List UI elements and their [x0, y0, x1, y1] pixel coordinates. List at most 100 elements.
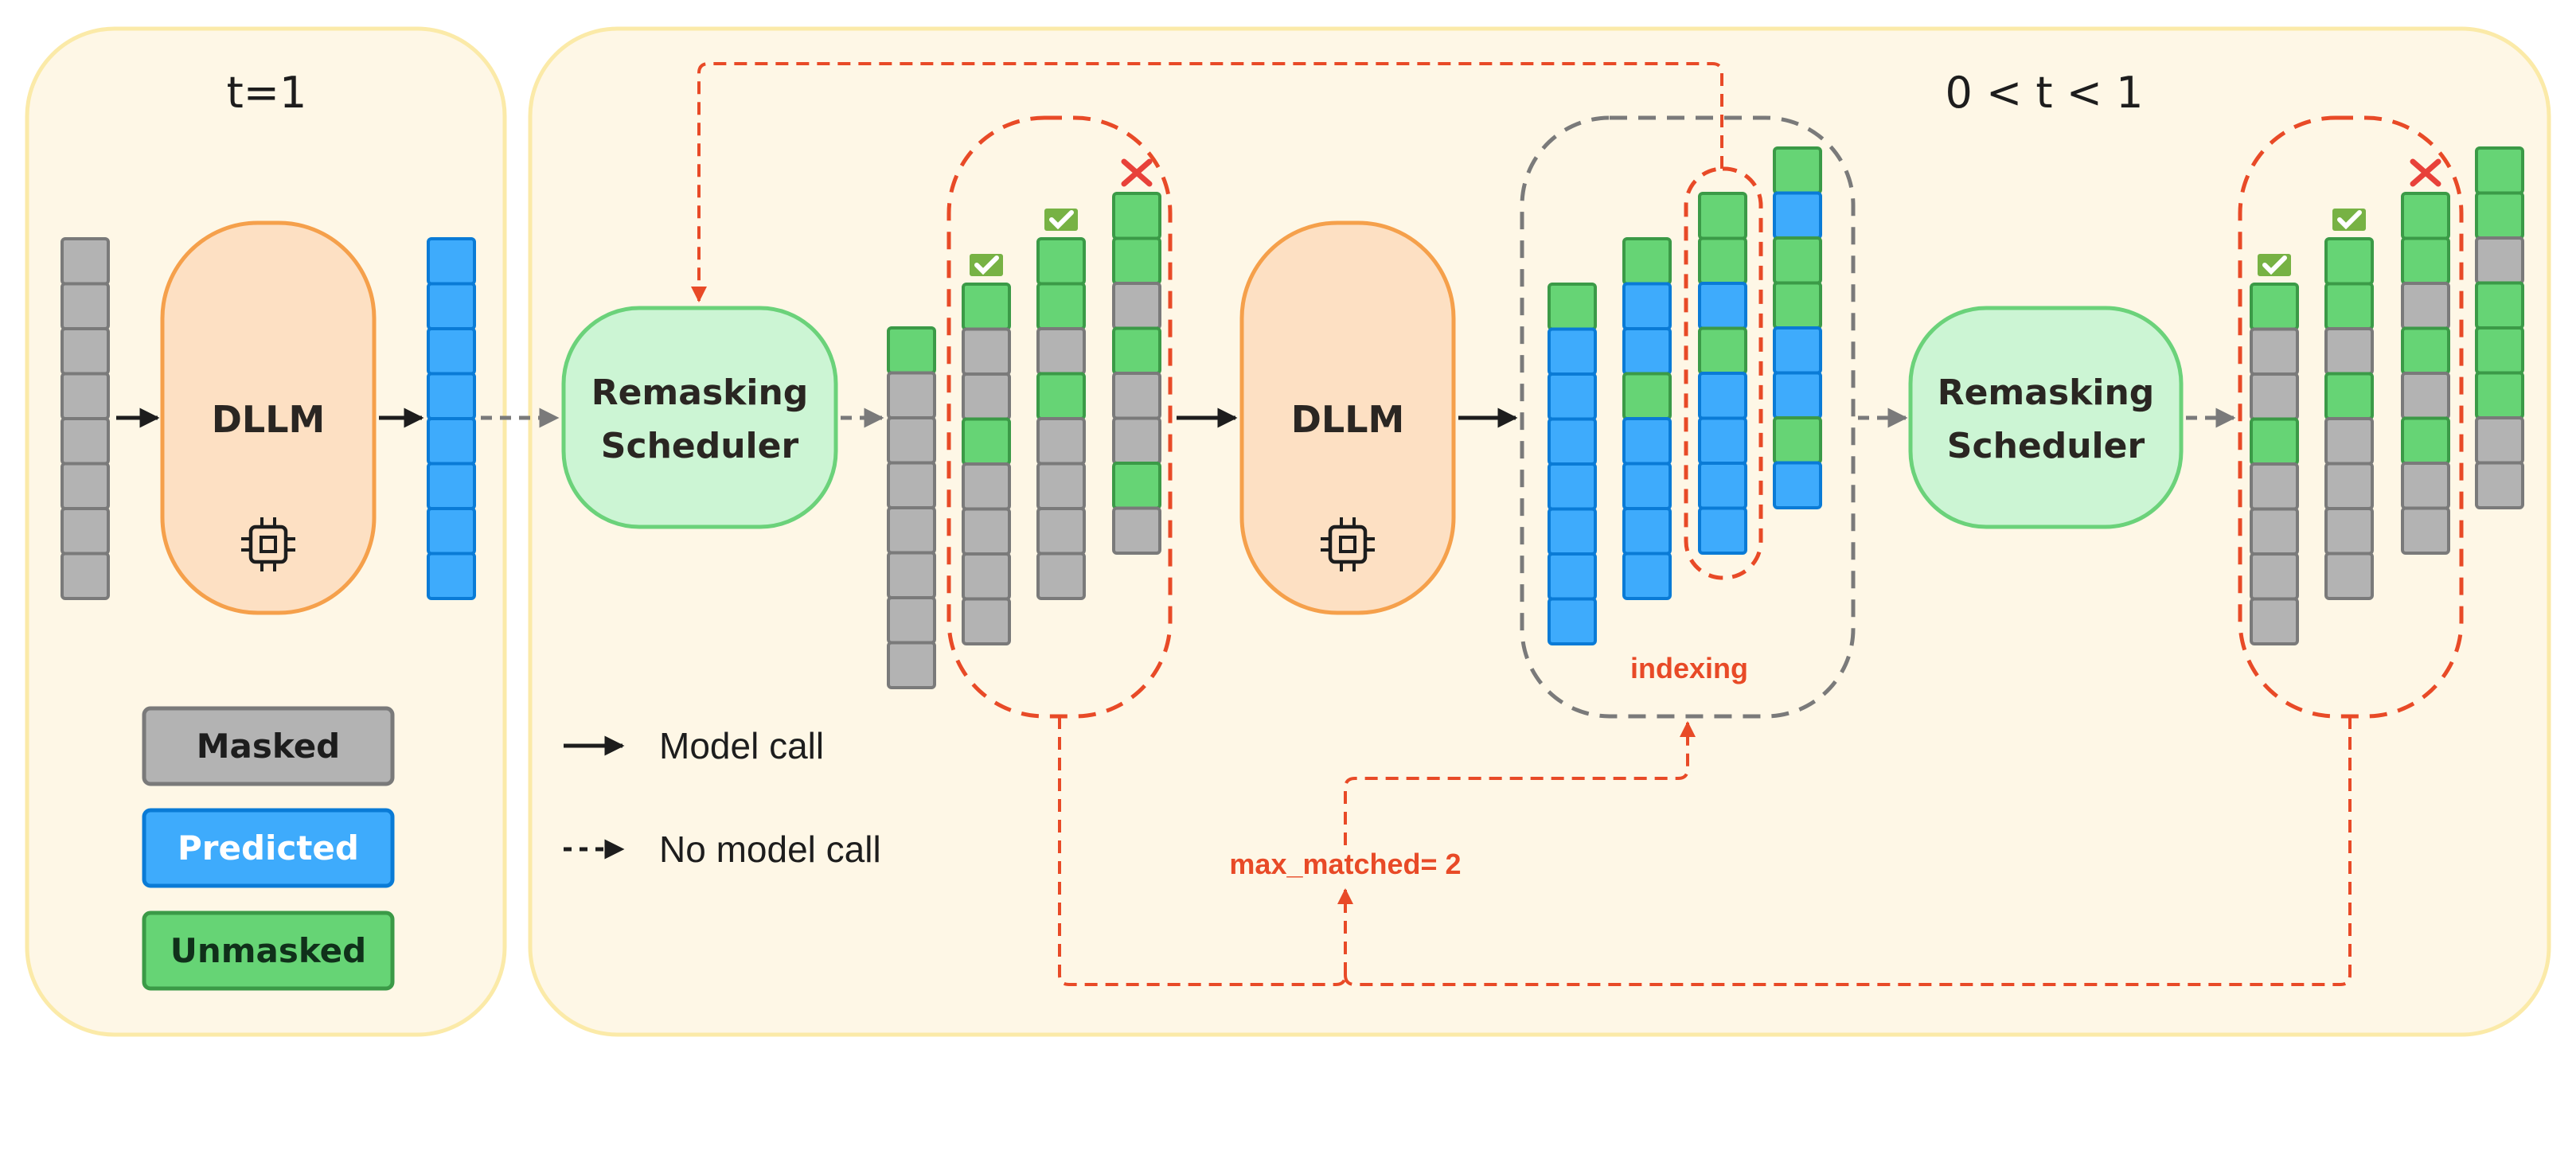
step1-candidate-sequence [1036, 237, 1086, 600]
token-cell-masked [2475, 236, 2524, 285]
token-cell-unmasked [1698, 236, 1747, 285]
token-cell-predicted [1698, 506, 1747, 555]
token-cell-unmasked [2475, 326, 2524, 375]
check-mark-icon [1044, 209, 1078, 231]
max-matched-label: max_matched= 2 [1229, 848, 1461, 880]
token-cell-masked [2401, 462, 2450, 510]
token-cell-predicted [427, 552, 476, 600]
token-cell-masked [2401, 282, 2450, 330]
token-cell-unmasked [1036, 282, 1086, 330]
token-cell-predicted [1773, 326, 1822, 375]
match-loop-right [1344, 716, 2352, 986]
token-cell-predicted [1622, 507, 1672, 556]
token-cell-unmasked [1698, 326, 1747, 375]
token-cell-unmasked [2250, 283, 2299, 331]
token-cell-predicted [1548, 417, 1597, 466]
token-cell-unmasked [1773, 281, 1822, 329]
token-cell-masked [2250, 552, 2299, 601]
token-cell-masked [2324, 507, 2374, 556]
legend-model-call-label: Model call [659, 725, 824, 766]
token-cell-masked [60, 462, 110, 510]
scheduler-1-line2: Scheduler [601, 426, 799, 466]
step2-candidate-sequence [2401, 192, 2450, 555]
token-cell-masked [1036, 507, 1086, 556]
legend-unmasked: Unmasked [142, 910, 395, 991]
token-cell-masked [887, 416, 936, 465]
token-cell-masked [1112, 282, 1161, 330]
token-cell-unmasked [1548, 283, 1597, 331]
dllm-model-2: DLLM [1239, 220, 1456, 615]
remasking-scheduler-2: Remasking Scheduler [1908, 306, 2184, 529]
token-cell-predicted [1622, 417, 1672, 466]
token-cell-masked [1036, 327, 1086, 376]
token-cell-unmasked [1036, 237, 1086, 286]
token-cell-masked [1112, 416, 1161, 465]
token-cell-masked [60, 417, 110, 466]
token-cell-unmasked [887, 326, 936, 375]
token-cell-predicted [1622, 327, 1672, 376]
token-cell-predicted [1548, 507, 1597, 556]
token-cell-predicted [427, 507, 476, 556]
token-cell-unmasked [1773, 236, 1822, 285]
token-cell-predicted [427, 237, 476, 286]
token-cell-masked [2401, 372, 2450, 420]
token-cell-predicted [1548, 552, 1597, 601]
token-cell-masked [60, 507, 110, 556]
token-cell-masked [1036, 462, 1086, 510]
token-cell-masked [962, 552, 1011, 601]
token-cell-unmasked [2401, 192, 2450, 240]
token-cell-predicted [1548, 462, 1597, 511]
scheduler-2-line2: Scheduler [1947, 426, 2145, 466]
token-cell-masked [1036, 552, 1086, 600]
cpu-chip-icon [1321, 517, 1375, 571]
token-cell-unmasked [2250, 417, 2299, 466]
token-cell-predicted [1773, 371, 1822, 419]
indexing-label: indexing [1630, 652, 1748, 684]
dllm-output-sequence [1548, 283, 1597, 645]
cross-mark-icon [2410, 158, 2441, 187]
legend-predicted-label: Predicted [178, 829, 359, 868]
step1-input-sequence [887, 326, 936, 689]
step1-candidate-sequence [1112, 192, 1161, 555]
remasking-scheduler-1: Remasking Scheduler [561, 306, 838, 529]
dllm-output-sequence [1773, 146, 1822, 509]
panel-iterative [528, 26, 2551, 1037]
token-cell-masked [962, 507, 1011, 556]
token-cell-predicted [427, 282, 476, 330]
token-cell-predicted [427, 417, 476, 466]
token-cell-predicted [1698, 416, 1747, 465]
token-cell-predicted [1622, 282, 1672, 330]
token-cell-unmasked [1112, 236, 1161, 285]
token-cell-masked [1112, 372, 1161, 420]
token-cell-unmasked [2401, 236, 2450, 285]
token-cell-predicted [427, 462, 476, 510]
dllm-output-group [1520, 115, 1856, 719]
token-cell-predicted [1548, 372, 1597, 421]
token-cell-unmasked [1036, 372, 1086, 420]
token-cell-masked [2250, 372, 2299, 421]
token-cell-masked [962, 597, 1011, 645]
scheduler-1-line1: Remasking [591, 372, 809, 413]
dllm-label-2: DLLM [1291, 398, 1405, 441]
token-cell-masked [887, 461, 936, 509]
feedback-loop-top [691, 62, 1723, 302]
token-cell-unmasked [1622, 372, 1672, 420]
token-cell-unmasked [2401, 416, 2450, 465]
token-cell-masked [1112, 506, 1161, 555]
cross-mark-icon [1121, 158, 1153, 187]
token-cell-predicted [1548, 327, 1597, 376]
dllm-model-1: DLLM [160, 220, 377, 615]
dllm-output-sequence [1622, 237, 1672, 600]
token-cell-unmasked [962, 417, 1011, 466]
token-cell-unmasked [1112, 462, 1161, 510]
token-cell-predicted [1698, 282, 1747, 330]
dllm-output-selected [1698, 192, 1747, 555]
token-cell-masked [2324, 462, 2374, 510]
token-cell-masked [60, 237, 110, 286]
token-cell-predicted [1773, 191, 1822, 240]
token-cell-masked [962, 327, 1011, 376]
token-cell-masked [60, 282, 110, 330]
token-cell-masked [887, 641, 936, 689]
indexing-feed-arrow [1344, 721, 1696, 845]
